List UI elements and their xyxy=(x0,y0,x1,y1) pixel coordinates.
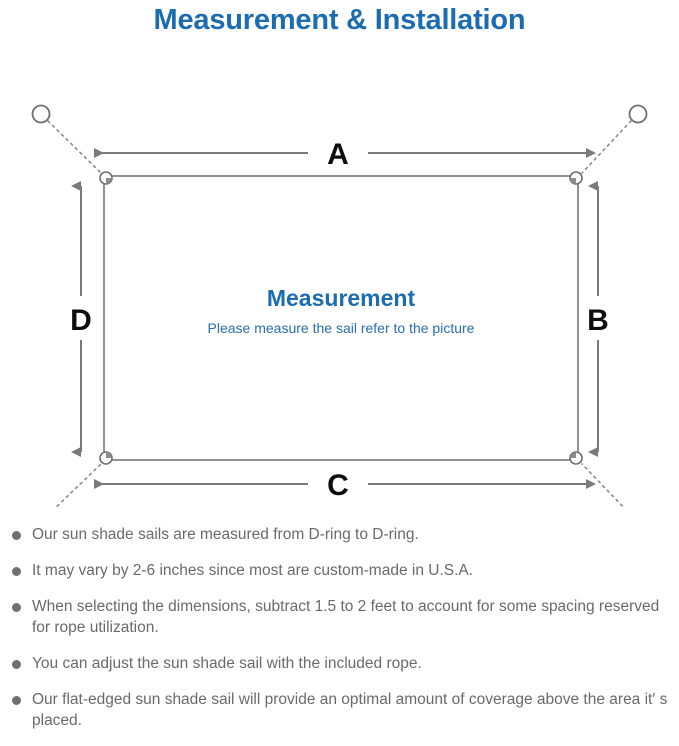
notes-list: Our sun shade sails are measured from D-… xyxy=(0,524,679,746)
list-item-text: You can adjust the sun shade sail with t… xyxy=(32,655,422,672)
dimension-label-b: B xyxy=(587,304,609,337)
diagram-center-heading: Measurement xyxy=(267,285,416,311)
anchor-rings xyxy=(31,104,648,124)
list-item-text: Our sun shade sails are measured from D-… xyxy=(32,526,419,543)
list-item: When selecting the dimensions, subtract … xyxy=(0,596,679,638)
page-title: Measurement & Installation xyxy=(153,4,526,36)
diagram-container: A C D B Measurement Please measure the s… xyxy=(0,38,679,508)
sail-shape xyxy=(103,175,579,461)
list-item: It may vary by 2-6 inches since most are… xyxy=(0,560,679,581)
list-item: Our flat-edged sun shade sail will provi… xyxy=(0,689,679,731)
rope-bottom-left xyxy=(54,463,102,508)
list-item: Our sun shade sails are measured from D-… xyxy=(0,524,679,545)
rope-bottom-right xyxy=(581,463,626,508)
dimension-label-a: A xyxy=(327,138,349,171)
sun-shade-sail-measurement-diagram: A C D B Measurement Please measure the s… xyxy=(31,104,648,508)
rope-lines xyxy=(47,120,632,508)
d-ring-shading xyxy=(106,178,576,458)
dimension-label-c: C xyxy=(327,469,349,502)
list-item: You can adjust the sun shade sail with t… xyxy=(0,653,679,674)
diagram-center-subtext: Please measure the sail refer to the pic… xyxy=(208,320,475,336)
bullet-icon xyxy=(12,603,21,612)
bullet-icon xyxy=(12,660,21,669)
bullet-icon xyxy=(12,531,21,540)
list-item-text: Our flat-edged sun shade sail will provi… xyxy=(32,691,668,729)
list-item-text: It may vary by 2-6 inches since most are… xyxy=(32,562,474,579)
bullet-icon xyxy=(12,567,21,576)
list-item-text: When selecting the dimensions, subtract … xyxy=(32,598,660,636)
rope-top-left xyxy=(47,120,102,174)
anchor-ring-top-right xyxy=(628,104,648,124)
anchor-ring-top-left xyxy=(31,104,51,124)
dimension-label-d: D xyxy=(70,304,92,337)
bullet-icon xyxy=(12,696,21,705)
rope-top-right xyxy=(581,120,632,174)
